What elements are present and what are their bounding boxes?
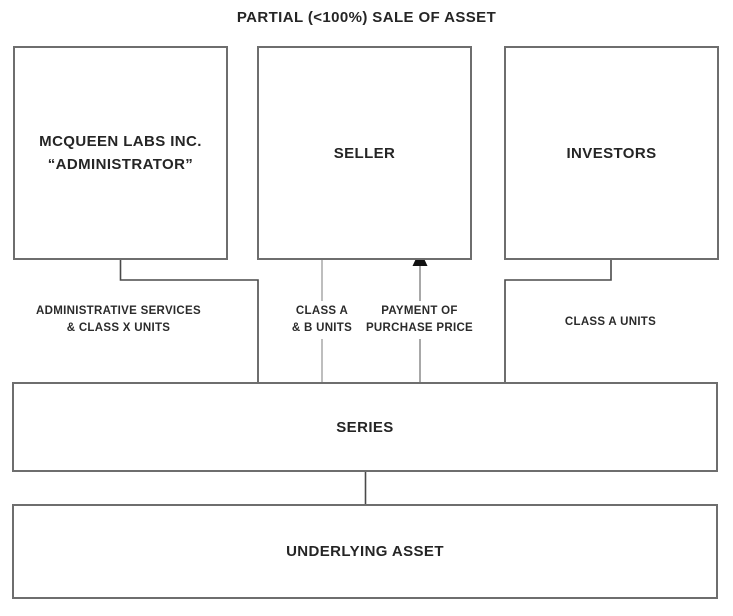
edge-label-payment-line2: PURCHASE PRICE	[365, 322, 474, 334]
node-series-label: SERIES	[336, 418, 394, 436]
node-administrator: MCQUEEN LABS INC. “ADMINISTRATOR”	[13, 46, 228, 260]
node-underlying-asset: UNDERLYING ASSET	[12, 504, 718, 599]
node-investors-label: INVESTORS	[566, 144, 657, 162]
node-seller: SELLER	[257, 46, 472, 260]
edge-label-administrative-services-line2: & CLASS X UNITS	[66, 322, 171, 334]
edge-label-class-a-units-text: CLASS A UNITS	[564, 316, 657, 328]
edge-label-class-a-b-units-line2: & B UNITS	[291, 322, 353, 334]
diagram-title: PARTIAL (<100%) SALE OF ASSET	[236, 9, 497, 26]
node-administrator-role: “ADMINISTRATOR”	[47, 156, 194, 173]
node-seller-label: SELLER	[333, 144, 396, 162]
edge-label-class-a-b-units-line1: CLASS A	[295, 305, 349, 317]
edge-label-payment-of-purchase-price: PAYMENT OF PURCHASE PRICE	[352, 301, 487, 339]
node-underlying-asset-label: UNDERLYING ASSET	[286, 543, 444, 560]
node-investors: INVESTORS	[504, 46, 719, 260]
node-administrator-name: MCQUEEN LABS INC.	[39, 133, 202, 150]
node-series: SERIES	[12, 382, 718, 472]
edge-label-class-a-units: CLASS A UNITS	[545, 312, 676, 333]
edge-label-administrative-services: ADMINISTRATIVE SERVICES & CLASS X UNITS	[20, 301, 217, 339]
edge-label-payment-line1: PAYMENT OF	[381, 305, 458, 317]
edge-label-administrative-services-line1: ADMINISTRATIVE SERVICES	[36, 305, 201, 317]
